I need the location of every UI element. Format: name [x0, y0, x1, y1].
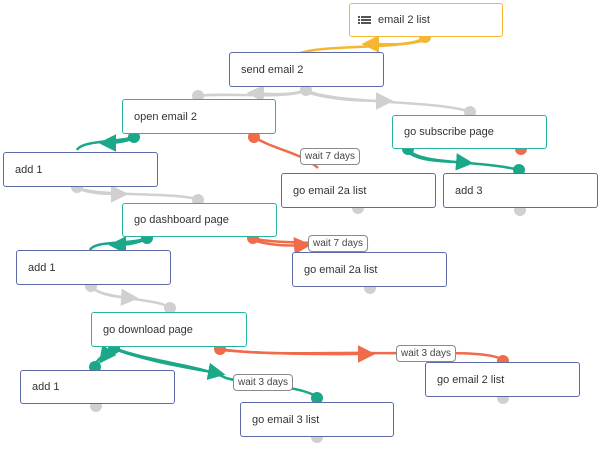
node-label: open email 2	[134, 110, 197, 123]
node-add-1-a[interactable]: add 1	[3, 152, 158, 187]
node-label: send email 2	[241, 63, 304, 76]
wait-badge[interactable]: wait 7 days	[300, 148, 361, 165]
node-go-email-2-list[interactable]: go email 2 list	[425, 362, 580, 397]
node-email-2-list[interactable]: email 2 list	[349, 3, 503, 37]
node-go-email-2a-list-a[interactable]: go email 2a list	[281, 173, 436, 208]
node-add-1-b[interactable]: add 1	[16, 250, 171, 285]
node-label: add 1	[28, 261, 56, 274]
node-label: go dashboard page	[134, 214, 229, 226]
node-label: go email 2a list	[304, 263, 378, 276]
node-label: go email 2 list	[437, 373, 505, 386]
node-label: add 3	[455, 184, 483, 197]
node-go-email-3-list[interactable]: go email 3 list	[240, 402, 394, 437]
node-label: go download page	[103, 323, 193, 336]
node-label: go subscribe page	[404, 126, 494, 138]
node-label: add 1	[32, 381, 60, 393]
node-go-download-page[interactable]: go download page	[91, 312, 247, 347]
node-open-email-2[interactable]: open email 2	[122, 99, 276, 134]
node-go-email-2a-list-b[interactable]: go email 2a list	[292, 252, 447, 287]
wait-badge[interactable]: wait 3 days	[396, 345, 457, 362]
node-add-3[interactable]: add 3	[443, 173, 598, 208]
node-go-subscribe-page[interactable]: go subscribe page	[392, 115, 547, 149]
list-icon	[361, 15, 371, 26]
node-label: email 2 list	[378, 14, 430, 26]
node-label: go email 2a list	[293, 184, 367, 197]
node-label: add 1	[15, 163, 43, 176]
node-add-1-c[interactable]: add 1	[20, 370, 175, 404]
node-send-email-2[interactable]: send email 2	[229, 52, 384, 87]
port-dots-red	[214, 131, 527, 367]
wait-badge[interactable]: wait 7 days	[308, 235, 369, 252]
node-label: go email 3 list	[252, 413, 320, 426]
node-go-dashboard-page[interactable]: go dashboard page	[122, 203, 277, 237]
wait-badge[interactable]: wait 3 days	[233, 374, 294, 391]
